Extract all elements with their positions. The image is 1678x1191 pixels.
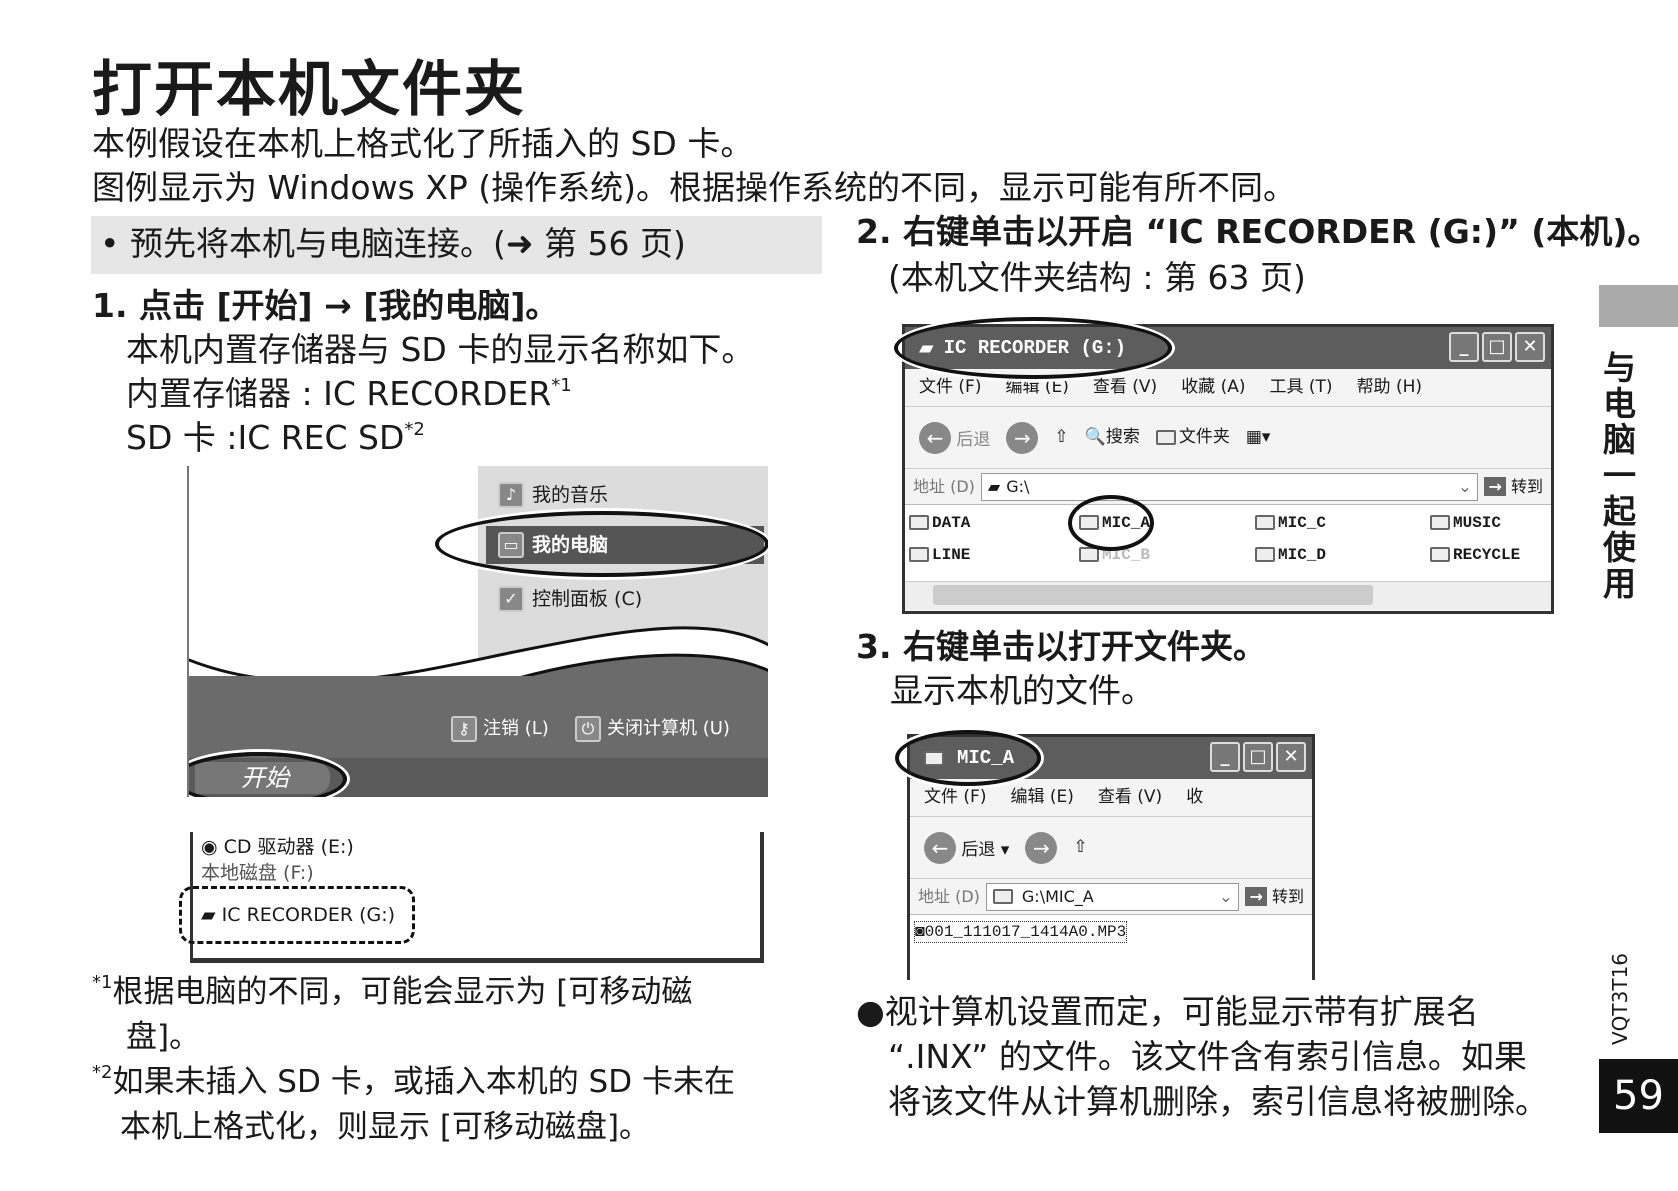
drive-ic-recorder[interactable]: ▰ IC RECORDER (G:) xyxy=(201,904,396,926)
dropdown-icon[interactable]: ⌄ xyxy=(1458,476,1472,496)
folder-item[interactable]: DATA xyxy=(909,513,970,533)
key-icon: ⚷ xyxy=(451,716,477,742)
menu-bar: 文件 (F) 编辑 (E) 查看 (V) 收 xyxy=(910,779,1312,817)
back-arrow-icon: ← xyxy=(924,831,956,864)
note-line: ●视计算机设置而定，可能显示带有扩展名 xyxy=(856,992,1479,1031)
forward-button[interactable]: → xyxy=(1006,421,1039,454)
views-button[interactable]: ▦▾ xyxy=(1245,427,1271,448)
go-button[interactable]: → 转到 xyxy=(1484,476,1551,496)
folder-item[interactable]: RECYCLE xyxy=(1430,545,1520,565)
highlight-oval xyxy=(1068,495,1154,551)
step1-line: SD 卡 :IC REC SD*2 xyxy=(126,418,425,457)
footnote-2-cont: 本机上格式化，则显示 [可移动磁盘]。 xyxy=(120,1109,651,1145)
menu-edit[interactable]: 编辑 (E) xyxy=(1005,377,1069,398)
highlight-oval xyxy=(435,511,768,577)
step3-heading: 3. 右键单击以打开文件夹。 xyxy=(856,627,1266,666)
back-button[interactable]: ← 后退 ▾ xyxy=(924,831,1009,864)
menu-view[interactable]: 查看 (V) xyxy=(1097,787,1163,808)
back-arrow-icon: ← xyxy=(919,421,951,454)
file-item[interactable]: ◙001_111017_1414A0.MP3 xyxy=(914,921,1128,943)
prereq-text: • 预先将本机与电脑连接。(➜ 第 56 页) xyxy=(100,224,686,263)
folder-item[interactable]: MIC_C xyxy=(1255,513,1326,533)
folder-icon xyxy=(1155,429,1176,445)
page-number: 59 xyxy=(1599,1059,1678,1133)
shutdown-button[interactable]: ⏻关闭计算机 (U) xyxy=(575,716,730,742)
section-tab xyxy=(1599,285,1678,327)
address-bar: 地址 (D) G:\MIC_A⌄ → 转到 xyxy=(910,879,1312,915)
step1-heading: 1. 点击 [开始] → [我的电脑]。 xyxy=(92,286,559,325)
file-list: DATA MIC_A MIC_C MUSIC LINE MIC_B MIC_D … xyxy=(905,505,1551,581)
note-line: 将该文件从计算机删除，索引信息将被删除。 xyxy=(888,1082,1548,1121)
up-folder-icon[interactable]: ⇧ xyxy=(1054,427,1069,448)
step1-line: 本机内置存储器与 SD 卡的显示名称如下。 xyxy=(126,330,755,369)
prereq-box xyxy=(91,216,822,274)
toolbar: ← 后退 ▾ → ⇧ xyxy=(910,817,1312,879)
file-list: ◙001_111017_1414A0.MP3 xyxy=(910,915,1312,980)
cd-drive-icon: ◉ xyxy=(201,836,224,858)
power-icon: ⏻ xyxy=(575,716,601,742)
music-folder-icon: ♪ xyxy=(498,482,524,508)
address-bar: 地址 (D) ▰G:\⌄ → 转到 xyxy=(905,469,1551,505)
folder-item[interactable]: LINE xyxy=(909,545,970,565)
go-button[interactable]: → 转到 xyxy=(1245,886,1312,906)
back-button[interactable]: ← 后退 xyxy=(919,421,990,454)
menu-edit[interactable]: 编辑 (E) xyxy=(1010,787,1074,808)
folder-item[interactable]: MIC_D xyxy=(1255,545,1326,565)
start-menu-screenshot: ♪我的音乐 ▭我的电脑 ✓控制面板 (C) ⚷注销 (L) ⏻关闭计算机 (U)… xyxy=(187,466,768,797)
dropdown-icon[interactable]: ⌄ xyxy=(1219,886,1233,906)
highlight-oval xyxy=(894,317,1172,379)
section-label: 与电脑一起使用 xyxy=(1603,348,1636,603)
logoff-button[interactable]: ⚷注销 (L) xyxy=(451,716,549,742)
highlight-oval xyxy=(189,752,347,797)
note-line: “.INX” 的文件。该文件含有索引信息。如果 xyxy=(888,1037,1527,1076)
intro-line: 图例显示为 Windows XP (操作系统)。根据操作系统的不同，显示可能有所… xyxy=(92,168,1297,207)
audio-file-icon: ◙ xyxy=(915,923,925,941)
menu-help[interactable]: 帮助 (H) xyxy=(1356,377,1423,398)
drive-cd[interactable]: ◉ CD 驱动器 (E:) xyxy=(201,836,354,858)
folder-item[interactable]: MUSIC xyxy=(1430,513,1501,533)
page-title: 打开本机文件夹 xyxy=(92,55,526,125)
step1-line: 内置存储器 : IC RECORDER*1 xyxy=(126,374,572,413)
step3-sub: 显示本机的文件。 xyxy=(890,671,1154,710)
minimize-button[interactable]: _ xyxy=(1449,332,1479,362)
menu-favorites[interactable]: 收 xyxy=(1186,787,1204,808)
address-input[interactable]: ▰G:\⌄ xyxy=(980,472,1479,501)
drive-list-screenshot: ◉ CD 驱动器 (E:) 本地磁盘 (F:) ▰ IC RECORDER (G… xyxy=(179,832,764,963)
explorer-window-g: ▰IC RECORDER (G:) _□✕ 文件 (F)编辑 (E)查看 (V)… xyxy=(902,324,1554,614)
menu-file[interactable]: 文件 (F) xyxy=(919,377,982,398)
step2-sub: (本机文件夹结构 : 第 63 页) xyxy=(888,258,1306,297)
drive-local[interactable]: 本地磁盘 (F:) xyxy=(201,862,314,884)
minimize-button[interactable]: _ xyxy=(1210,742,1240,772)
toolbar: ← 后退 → ⇧ 🔍搜索 文件夹 ▦▾ xyxy=(905,407,1551,469)
horizontal-scrollbar[interactable] xyxy=(905,581,1551,609)
menu-bar: 文件 (F) 编辑 (E) 查看 (V) 收藏 (A) 工具 (T) 帮助 (H) xyxy=(905,369,1551,407)
maximize-button[interactable]: □ xyxy=(1482,332,1512,362)
folders-button[interactable]: 文件夹 xyxy=(1155,427,1230,447)
drive-icon: ▰ xyxy=(201,904,222,926)
model-code: VQT3T16 xyxy=(1608,952,1632,1045)
menu-view[interactable]: 查看 (V) xyxy=(1092,377,1158,398)
footnote-1-cont: 盘]。 xyxy=(126,1019,201,1055)
highlight-oval xyxy=(895,730,1041,786)
menu-item-control-panel[interactable]: ✓控制面板 (C) xyxy=(498,586,642,612)
footnote-1: *1根据电脑的不同，可能会显示为 [可移动磁 xyxy=(92,971,693,1010)
menu-file[interactable]: 文件 (F) xyxy=(924,787,987,808)
menu-item-my-music[interactable]: ♪我的音乐 xyxy=(498,482,608,508)
drive-icon: ▰ xyxy=(987,476,1001,496)
folder-icon xyxy=(992,889,1013,904)
close-button[interactable]: ✕ xyxy=(1276,742,1306,772)
maximize-button[interactable]: □ xyxy=(1243,742,1273,772)
dashed-highlight xyxy=(179,886,415,944)
address-input[interactable]: G:\MIC_A⌄ xyxy=(985,882,1240,911)
up-folder-icon[interactable]: ⇧ xyxy=(1073,837,1088,858)
menu-tools[interactable]: 工具 (T) xyxy=(1269,377,1333,398)
step2-heading: 2. 右键单击以开启 “IC RECORDER (G:)” (本机)。 xyxy=(856,212,1661,251)
control-panel-icon: ✓ xyxy=(498,586,524,612)
close-button[interactable]: ✕ xyxy=(1515,332,1545,362)
forward-button[interactable]: → xyxy=(1025,831,1058,864)
footnote-2: *2如果未插入 SD 卡，或插入本机的 SD 卡未在 xyxy=(92,1061,735,1100)
menu-favorites[interactable]: 收藏 (A) xyxy=(1181,377,1246,398)
search-button[interactable]: 🔍搜索 xyxy=(1084,427,1140,448)
intro-line: 本例假设在本机上格式化了所插入的 SD 卡。 xyxy=(92,124,754,163)
